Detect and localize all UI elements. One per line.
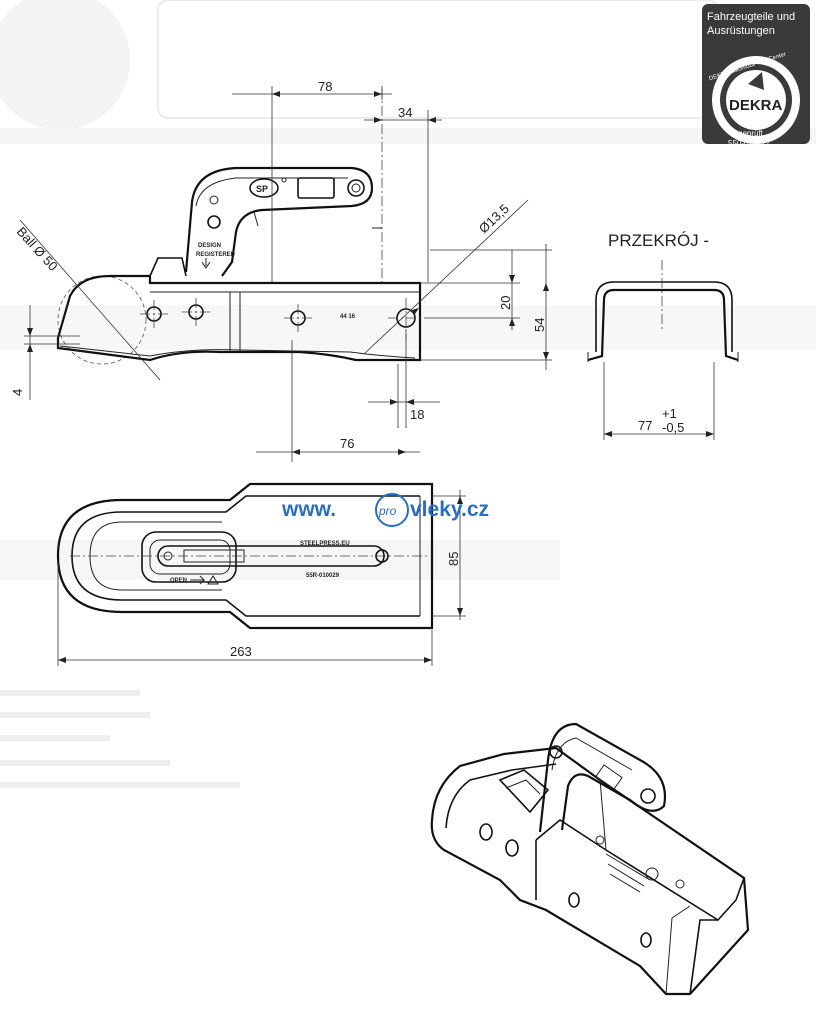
dim-18: 18	[368, 330, 440, 428]
dim-78-label: 78	[318, 79, 332, 94]
warning-triangle-icon	[207, 575, 219, 585]
hole-diameter-label: Ø13,5	[476, 201, 512, 236]
watermark: www. pro vleky.cz	[281, 493, 489, 527]
iso-body	[430, 746, 750, 996]
dim-4-label: 4	[10, 389, 25, 396]
dim-34: 34	[364, 105, 442, 282]
mount-holes-side	[140, 298, 424, 340]
dekra-approved: geprüft	[738, 129, 764, 138]
watermark-circle	[375, 493, 409, 527]
dim-20-label: 20	[498, 296, 513, 310]
plate-number: 44 16	[340, 314, 356, 320]
open-mark: OPEN	[170, 578, 187, 584]
registered-mark: REGISTERED	[196, 252, 236, 258]
dim-77: 77 +1 -0,5	[603, 362, 715, 440]
iso-handle	[538, 722, 667, 833]
dekra-line2: Ausrüstungen	[707, 25, 775, 37]
watermark-prefix: www.	[281, 498, 336, 521]
open-arrow-icon	[190, 575, 206, 585]
dim-77-label: 77	[638, 418, 652, 433]
dekra-badge: Fahrzeugteile und Ausrüstungen DEKRA DEK…	[702, 4, 810, 148]
design-mark: DESIGN	[198, 243, 221, 249]
dim-34-label: 34	[398, 105, 412, 120]
ball-outline	[57, 275, 147, 365]
section-view: PRZEKRÓJ - 77 +1 -0,5	[587, 231, 739, 440]
dim-85-label: 85	[446, 552, 461, 566]
section-profile	[587, 288, 739, 362]
isometric-view	[430, 722, 750, 996]
section-title: PRZEKRÓJ -	[608, 231, 709, 250]
top-view: STEELPRESS.EU 55R-010029 OPEN 85 263	[56, 482, 466, 666]
dim-85: 85	[432, 490, 466, 620]
lever-slot	[141, 531, 237, 583]
watermark-circle-text: pro	[378, 504, 397, 518]
dekra-brand: DEKRA	[729, 97, 783, 114]
dim-78: 78	[232, 79, 392, 282]
dim-54-label: 54	[532, 318, 547, 332]
watermark-suffix: vleky.cz	[410, 498, 489, 521]
handle-logo: SP	[256, 184, 268, 194]
dim-263: 263	[57, 560, 433, 666]
handle-lever-side: SP DESIGN REGISTERED	[149, 166, 374, 277]
dim-4: 4	[10, 305, 80, 400]
coupling-body-side	[56, 274, 422, 362]
dekra-arrow-icon	[748, 72, 764, 90]
dim-54: 54	[420, 244, 552, 370]
dim-77-tol-plus: +1	[662, 406, 677, 421]
ball-diameter-label: Ball Ø 50	[14, 224, 61, 274]
dim-77-tol-minus: -0,5	[662, 420, 684, 435]
dim-20: 20	[420, 250, 520, 330]
iso-holes	[479, 823, 685, 948]
dim-ball-diameter: Ball Ø 50	[14, 219, 161, 381]
coupling-body-top	[56, 482, 434, 630]
dekra-number: 550-020117	[728, 139, 771, 148]
approval-mark: 55R-010029	[306, 573, 340, 579]
dekra-line1: Fahrzeugteile und	[707, 11, 795, 23]
steelpress-mark: STEELPRESS.EU	[300, 541, 350, 547]
dim-76-label: 76	[340, 436, 354, 451]
dim-18-label: 18	[410, 407, 424, 422]
dim-76: 76	[256, 340, 420, 462]
dim-263-label: 263	[230, 644, 252, 659]
